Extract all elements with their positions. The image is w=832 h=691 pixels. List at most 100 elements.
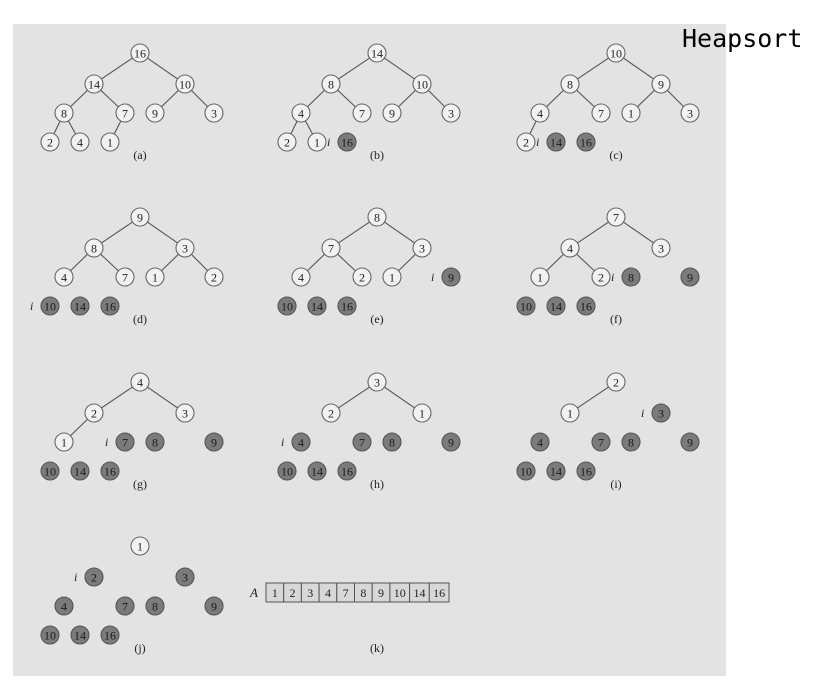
panel-caption: (f) xyxy=(610,312,622,326)
tree-edge xyxy=(147,386,178,409)
node-value: 3 xyxy=(182,242,188,256)
heap-node xyxy=(367,207,387,227)
tree-edge xyxy=(384,386,415,409)
node-value: 3 xyxy=(182,407,188,421)
heap-node xyxy=(516,132,536,152)
node-value: 14 xyxy=(311,300,323,314)
heap-node xyxy=(84,238,104,258)
node-value: 8 xyxy=(628,271,634,285)
node-value: 2 xyxy=(359,271,365,285)
tree-edge xyxy=(70,253,88,272)
array-cell-value: 2 xyxy=(290,586,296,600)
node-value: 4 xyxy=(61,271,67,285)
tree-edge xyxy=(67,120,77,135)
node-value: 4 xyxy=(537,107,543,121)
node-value: 16 xyxy=(341,465,353,479)
heap-node xyxy=(680,103,700,123)
node-value: 9 xyxy=(211,436,217,450)
panel-caption: (h) xyxy=(370,477,384,491)
node-value: 2 xyxy=(598,271,604,285)
tree-edge xyxy=(307,89,325,108)
heap-node xyxy=(130,372,150,392)
node-value: 1 xyxy=(61,436,67,450)
node-value: 3 xyxy=(419,242,425,256)
sorted-node xyxy=(337,132,357,152)
sorted-node xyxy=(352,432,372,452)
heap-node xyxy=(115,267,135,287)
sorted-node xyxy=(70,625,90,645)
heap-node xyxy=(606,43,626,63)
node-value: 9 xyxy=(137,211,143,225)
tree-edge xyxy=(101,221,133,244)
sorted-node xyxy=(291,432,311,452)
node-value: 10 xyxy=(179,78,191,92)
node-value: 14 xyxy=(311,465,323,479)
tree-edge xyxy=(398,89,416,108)
sorted-node xyxy=(277,461,297,481)
node-value: 8 xyxy=(152,600,158,614)
array-cell-value: 8 xyxy=(360,586,366,600)
node-value: 14 xyxy=(550,465,562,479)
tree-edge xyxy=(576,89,595,108)
node-value: 10 xyxy=(416,78,428,92)
node-value: 10 xyxy=(44,300,56,314)
heap-node xyxy=(175,238,195,258)
sorted-node xyxy=(337,296,357,316)
node-value: 10 xyxy=(44,465,56,479)
node-value: 8 xyxy=(328,78,334,92)
tree-edge xyxy=(577,386,609,409)
sorted-node xyxy=(337,461,357,481)
heap-node xyxy=(204,267,224,287)
heap-node xyxy=(560,238,580,258)
heap-node xyxy=(382,267,402,287)
array-cell-value: 16 xyxy=(433,586,445,600)
heap-node xyxy=(606,207,626,227)
sorted-node xyxy=(307,461,327,481)
heap-node xyxy=(307,132,327,152)
sorted-node xyxy=(591,432,611,452)
pointer-i-label: i xyxy=(327,135,330,149)
pointer-i-label: i xyxy=(74,570,77,584)
heap-node xyxy=(352,103,372,123)
node-value: 2 xyxy=(328,407,334,421)
node-value: 16 xyxy=(341,300,353,314)
tree-edge xyxy=(100,89,119,108)
pointer-i-label: i xyxy=(281,435,284,449)
sorted-node xyxy=(145,432,165,452)
heap-node xyxy=(412,238,432,258)
heap-node xyxy=(291,267,311,287)
sorted-node xyxy=(145,596,165,616)
sorted-node xyxy=(40,461,60,481)
heap-node xyxy=(54,432,74,452)
node-value: 14 xyxy=(550,300,562,314)
tree-edge xyxy=(70,418,88,437)
heap-node xyxy=(560,74,580,94)
heap-node xyxy=(130,207,150,227)
heap-node xyxy=(54,267,74,287)
tree-edge xyxy=(577,221,609,244)
heap-node xyxy=(382,103,402,123)
node-value: 2 xyxy=(523,136,529,150)
panel-caption: (d) xyxy=(133,312,147,326)
node-value: 2 xyxy=(613,376,619,390)
node-value: 1 xyxy=(628,107,634,121)
sorted-node xyxy=(546,296,566,316)
heap-node xyxy=(651,74,671,94)
sorted-node xyxy=(516,296,536,316)
heap-node xyxy=(175,74,195,94)
tree-edge xyxy=(637,89,655,108)
node-value: 8 xyxy=(389,436,395,450)
heap-node xyxy=(40,132,60,152)
node-value: 9 xyxy=(152,107,158,121)
node-value: 3 xyxy=(658,407,664,421)
node-value: 8 xyxy=(628,436,634,450)
panel-caption: (b) xyxy=(370,148,384,162)
heap-node xyxy=(530,103,550,123)
node-value: 3 xyxy=(211,107,217,121)
node-value: 16 xyxy=(580,136,592,150)
heap-node xyxy=(321,403,341,423)
